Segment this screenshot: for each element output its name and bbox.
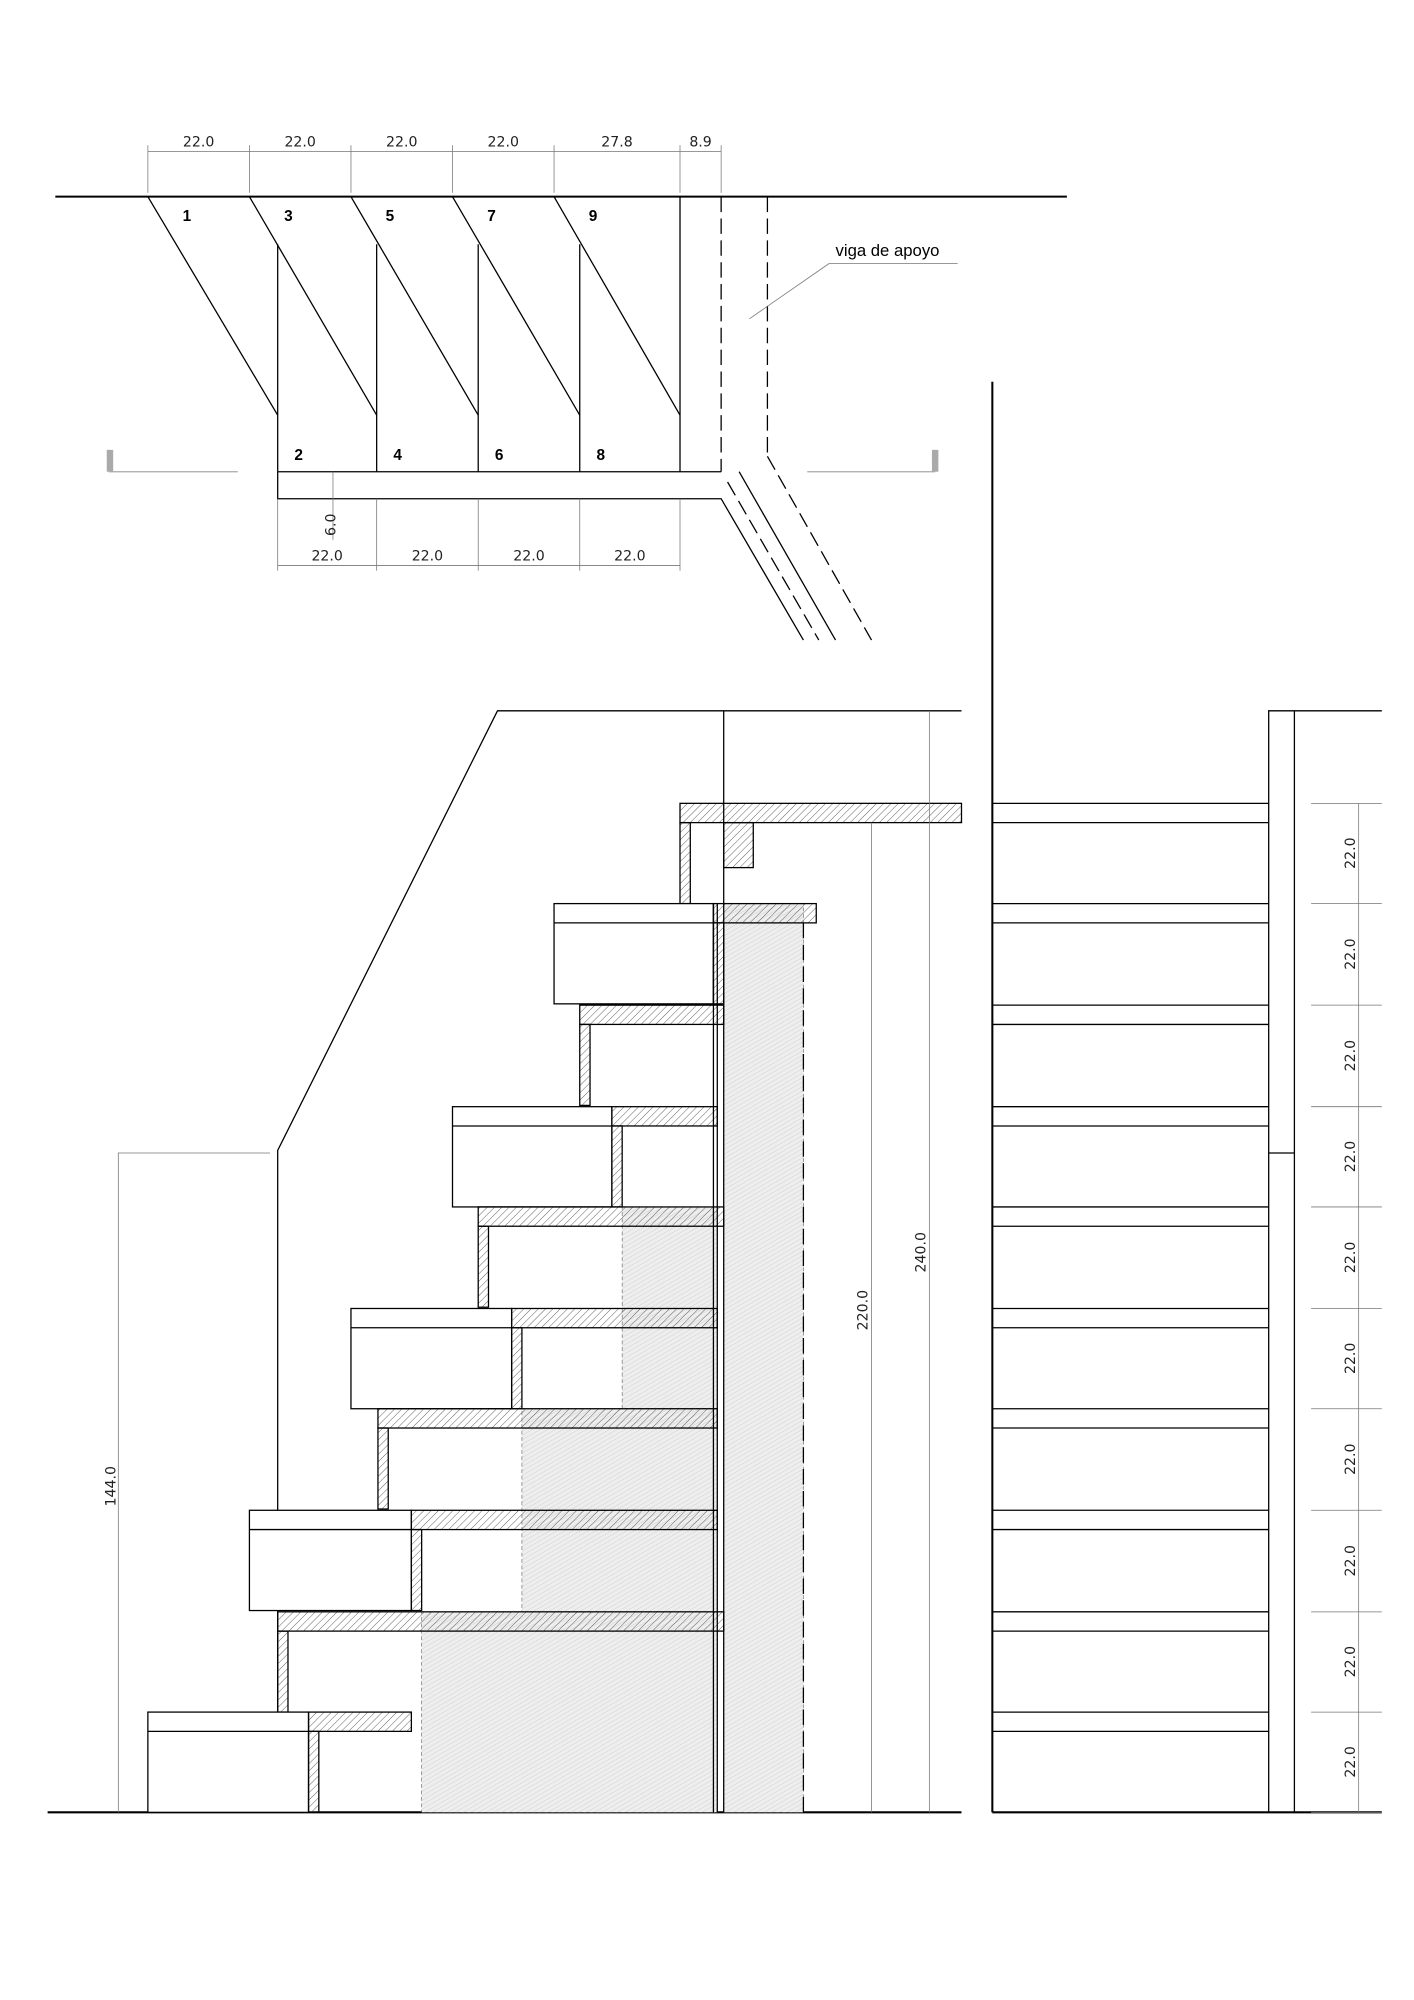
step-number: 2	[294, 447, 303, 464]
riser	[679, 821, 691, 905]
step-number: 3	[284, 208, 293, 225]
tread	[377, 1408, 718, 1429]
stair-elevation: 144.0 220.0 240.0	[47, 710, 963, 1814]
plan-treads: 1 3 5 7 9 2 4 6 8	[147, 196, 681, 472]
step-number: 1	[183, 208, 192, 225]
tread-edge	[553, 196, 681, 416]
riser	[377, 1427, 389, 1510]
riser	[477, 1225, 490, 1308]
step-number: 5	[386, 208, 395, 225]
tread	[277, 1611, 725, 1632]
bottom-dim-label: 22.0	[311, 548, 342, 564]
bottom-dim-label: 22.0	[513, 548, 544, 564]
storage-cabinet	[421, 1611, 718, 1813]
riser	[611, 1125, 623, 1208]
tread-edge	[350, 196, 479, 416]
step-number: 9	[589, 208, 598, 225]
riser	[410, 1528, 423, 1612]
riser-height-dim: 22.0	[1343, 938, 1359, 969]
step-number: 8	[596, 447, 605, 464]
height-220-dim: 220.0	[856, 1290, 872, 1330]
riser-height-dim: 22.0	[1343, 1141, 1359, 1172]
riser-height-dim: 22.0	[1343, 1443, 1359, 1474]
top-dim-label: 22.0	[284, 135, 315, 151]
section-marker-right	[807, 449, 939, 473]
slab-thickness-dim: 6.0	[324, 514, 340, 536]
step-number: 4	[393, 447, 402, 464]
step-number: 7	[487, 208, 496, 225]
landing-slab	[679, 802, 963, 824]
step-number: 6	[495, 447, 504, 464]
drawer-step	[147, 1711, 310, 1813]
tread	[307, 1711, 413, 1733]
top-dim-label: 22.0	[488, 135, 519, 151]
tread	[410, 1509, 718, 1531]
top-dim-label: 22.0	[386, 135, 417, 151]
wall-height-dim: 144.0	[104, 1466, 120, 1506]
riser	[510, 1327, 523, 1410]
tread	[579, 1004, 725, 1026]
bottom-dimension-chain: 22.0 22.0 22.0 22.0	[277, 498, 681, 571]
riser	[277, 1630, 289, 1713]
riser	[307, 1730, 320, 1813]
riser-height-dim: 22.0	[1343, 1343, 1359, 1374]
riser-height-dim: 22.0	[1343, 1746, 1359, 1777]
tread	[510, 1307, 718, 1329]
riser-height-dim: 22.0	[1343, 1646, 1359, 1677]
roof-outline	[277, 710, 962, 1813]
storage-cabinet	[621, 1206, 718, 1410]
riser-height-dim: 22.0	[1343, 837, 1359, 868]
drawer-step	[350, 1307, 513, 1410]
support-beam	[723, 821, 754, 869]
beam-callout: viga de apoyo	[749, 241, 958, 320]
top-dimension-chain: 22.0 22.0 22.0 22.0 27.8 8.9	[147, 135, 722, 193]
side-elevation: 22.0 22.0 22.0 22.0 22.0 22.0 22.0 22.0 22.0 22.0	[992, 710, 1382, 1814]
drawer-step	[248, 1509, 413, 1612]
top-dim-label: 8.9	[689, 135, 711, 151]
drawer-step	[553, 902, 715, 1005]
riser	[579, 1023, 591, 1107]
riser-height-dim: 22.0	[1343, 1242, 1359, 1273]
tread	[611, 1106, 718, 1127]
bottom-dim-label: 22.0	[412, 548, 443, 564]
top-dim-label: 27.8	[601, 135, 632, 151]
drawer-step	[451, 1106, 613, 1208]
tread	[477, 1206, 725, 1227]
riser-height-dim: 22.0	[1343, 1040, 1359, 1071]
beam-label: viga de apoyo	[836, 241, 940, 260]
section-marker-left	[106, 449, 238, 473]
height-240-dim: 240.0	[914, 1232, 930, 1272]
bottom-dim-label: 22.0	[614, 548, 645, 564]
tread-edge	[451, 196, 581, 416]
tread-edge	[147, 196, 279, 416]
top-dim-label: 22.0	[183, 135, 214, 151]
plan-view: 22.0 22.0 22.0 22.0 27.8 8.9 1 3 5 7 9 2 4 6 8 viga d…	[55, 135, 1067, 641]
tread	[712, 902, 817, 924]
tread-edge	[248, 196, 378, 416]
riser	[712, 922, 725, 1005]
riser-height-dim: 22.0	[1343, 1545, 1359, 1576]
storage-cabinet	[723, 903, 804, 1813]
landing-slab	[277, 196, 873, 641]
